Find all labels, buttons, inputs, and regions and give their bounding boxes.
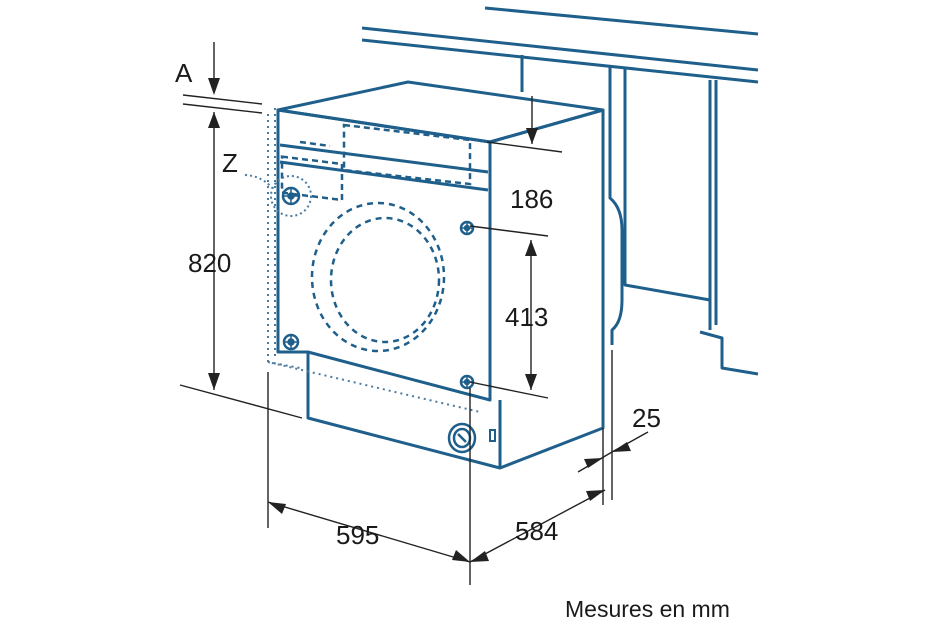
dimension-arrows	[208, 78, 631, 562]
control-panel	[280, 123, 472, 202]
cabinet-outline	[361, 6, 759, 376]
units-caption: Mesures en mm	[565, 596, 730, 622]
hinge-icon-top-right	[459, 220, 475, 236]
detail-z-marker	[244, 174, 312, 217]
dimension-label-width: 595	[336, 520, 379, 550]
base-indicator	[489, 429, 496, 442]
hinge-icon-bottom-left	[282, 333, 300, 351]
dimension-label-clearance: 25	[632, 403, 661, 433]
hinge-points	[281, 186, 475, 390]
niche-outline	[267, 108, 481, 413]
dimension-lines	[179, 42, 649, 585]
hinge-icon-top-left	[281, 186, 301, 206]
dimension-label-z: Z	[222, 148, 238, 178]
dimension-label-a: A	[175, 58, 193, 88]
dimension-label-height: 820	[188, 248, 231, 278]
door-outline	[310, 201, 446, 353]
dimension-label-hinge-span: 413	[505, 302, 548, 332]
machine-body	[276, 80, 605, 470]
pump-filter-icon	[447, 422, 477, 454]
dimension-label-depth: 584	[515, 516, 558, 546]
dimension-label-top-gap: 186	[510, 184, 553, 214]
